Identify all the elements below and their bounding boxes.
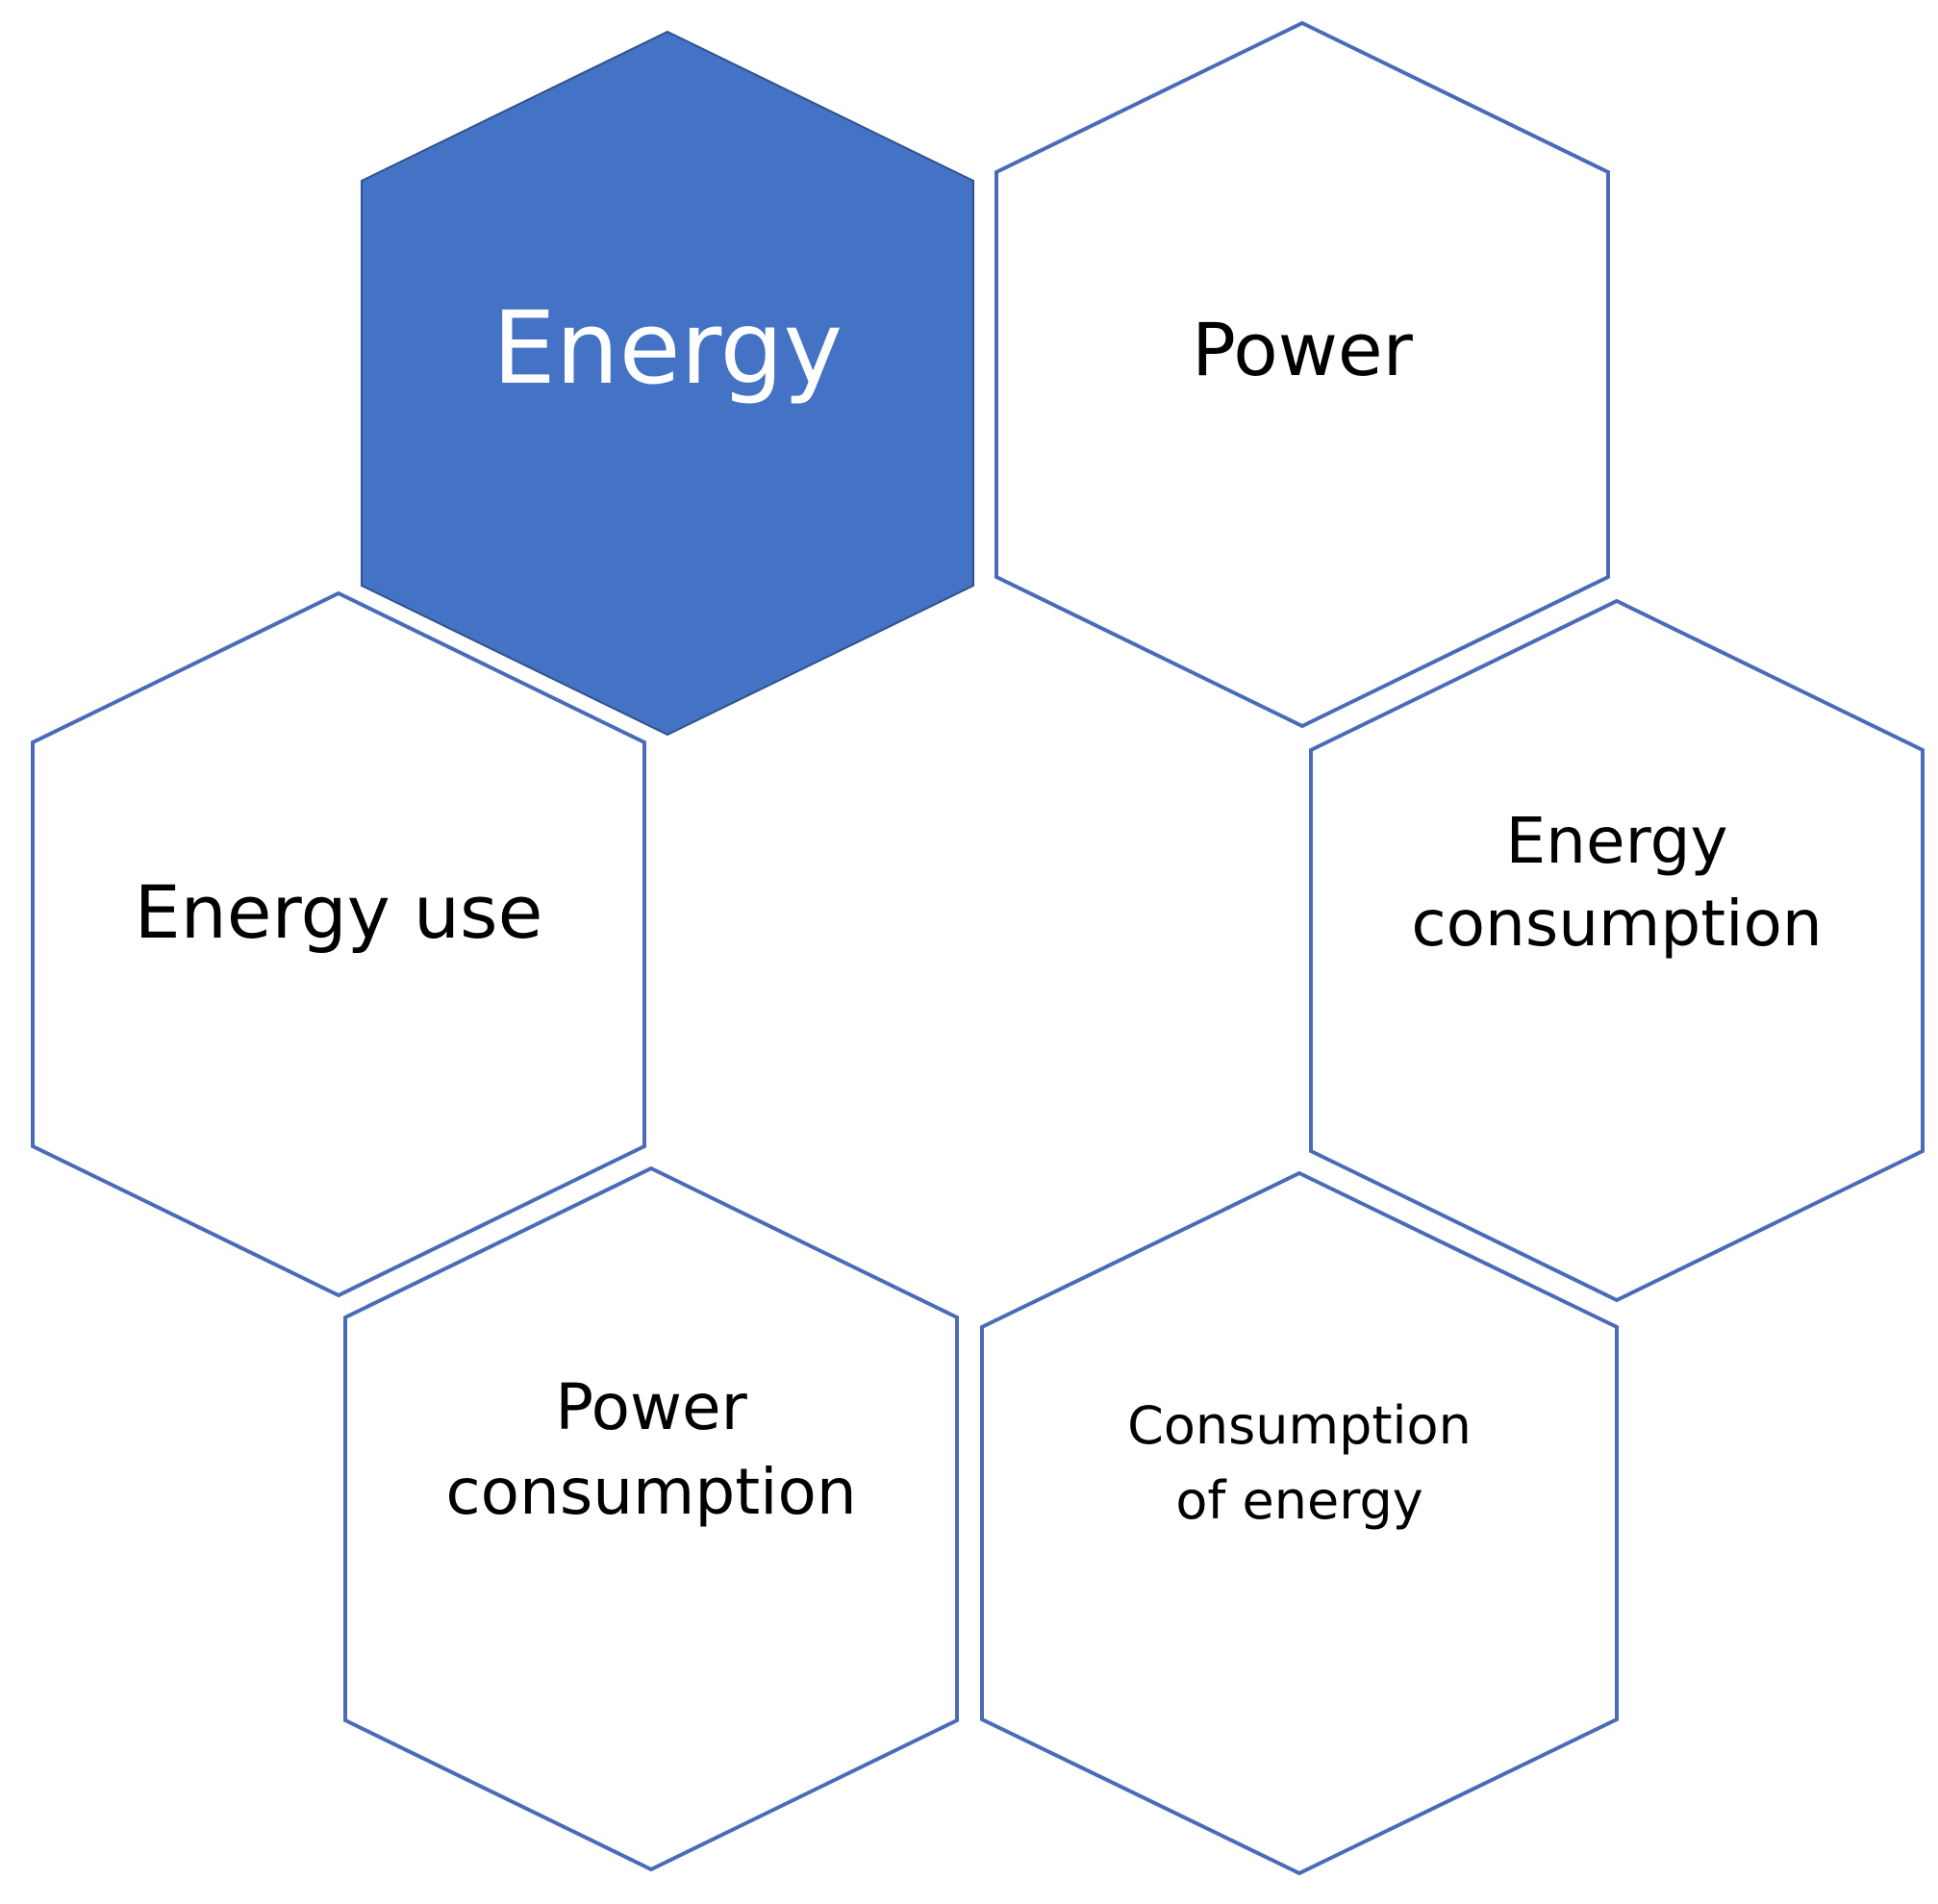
hexagon-shape-energy-use	[31, 590, 646, 1298]
hexagon-label-energy-line-1: Energy	[492, 289, 843, 407]
hexagon-label-energy-consumption-line-1: Energy	[1505, 804, 1727, 878]
hexagon-shape-power-consumption	[343, 1165, 959, 1872]
hexagon-shape-power	[994, 20, 1610, 729]
hexagon-label-consumption-of-energy-line-2: of energy	[1175, 1470, 1422, 1531]
hexagon-power: Power	[994, 20, 1610, 729]
hexagon-shape-energy-consumption	[1309, 598, 1925, 1303]
hexagon-shape-consumption-of-energy	[980, 1170, 1619, 1876]
hexagon-label-power-line-1: Power	[1192, 307, 1414, 392]
hexagon-label-energy-use-line-1: Energy use	[135, 869, 543, 955]
hexagon-energy-consumption: Energy consumption	[1309, 598, 1925, 1303]
hexagon-consumption-of-energy: Consumption of energy	[980, 1170, 1619, 1876]
hexagon-shape-energy	[361, 30, 974, 737]
hexagon-label-consumption-of-energy-line-1: Consumption	[1127, 1395, 1472, 1456]
hexagon-energy-use: Energy use	[31, 590, 646, 1298]
hexagon-power-consumption: Power consumption	[343, 1165, 959, 1872]
hexagon-label-power-consumption-line-2: consumption	[445, 1455, 856, 1529]
hexagon-energy: Energy	[361, 30, 974, 737]
hexagon-label-power-consumption-line-1: Power	[555, 1370, 747, 1444]
hexagon-label-energy-consumption-line-2: consumption	[1411, 887, 1822, 961]
